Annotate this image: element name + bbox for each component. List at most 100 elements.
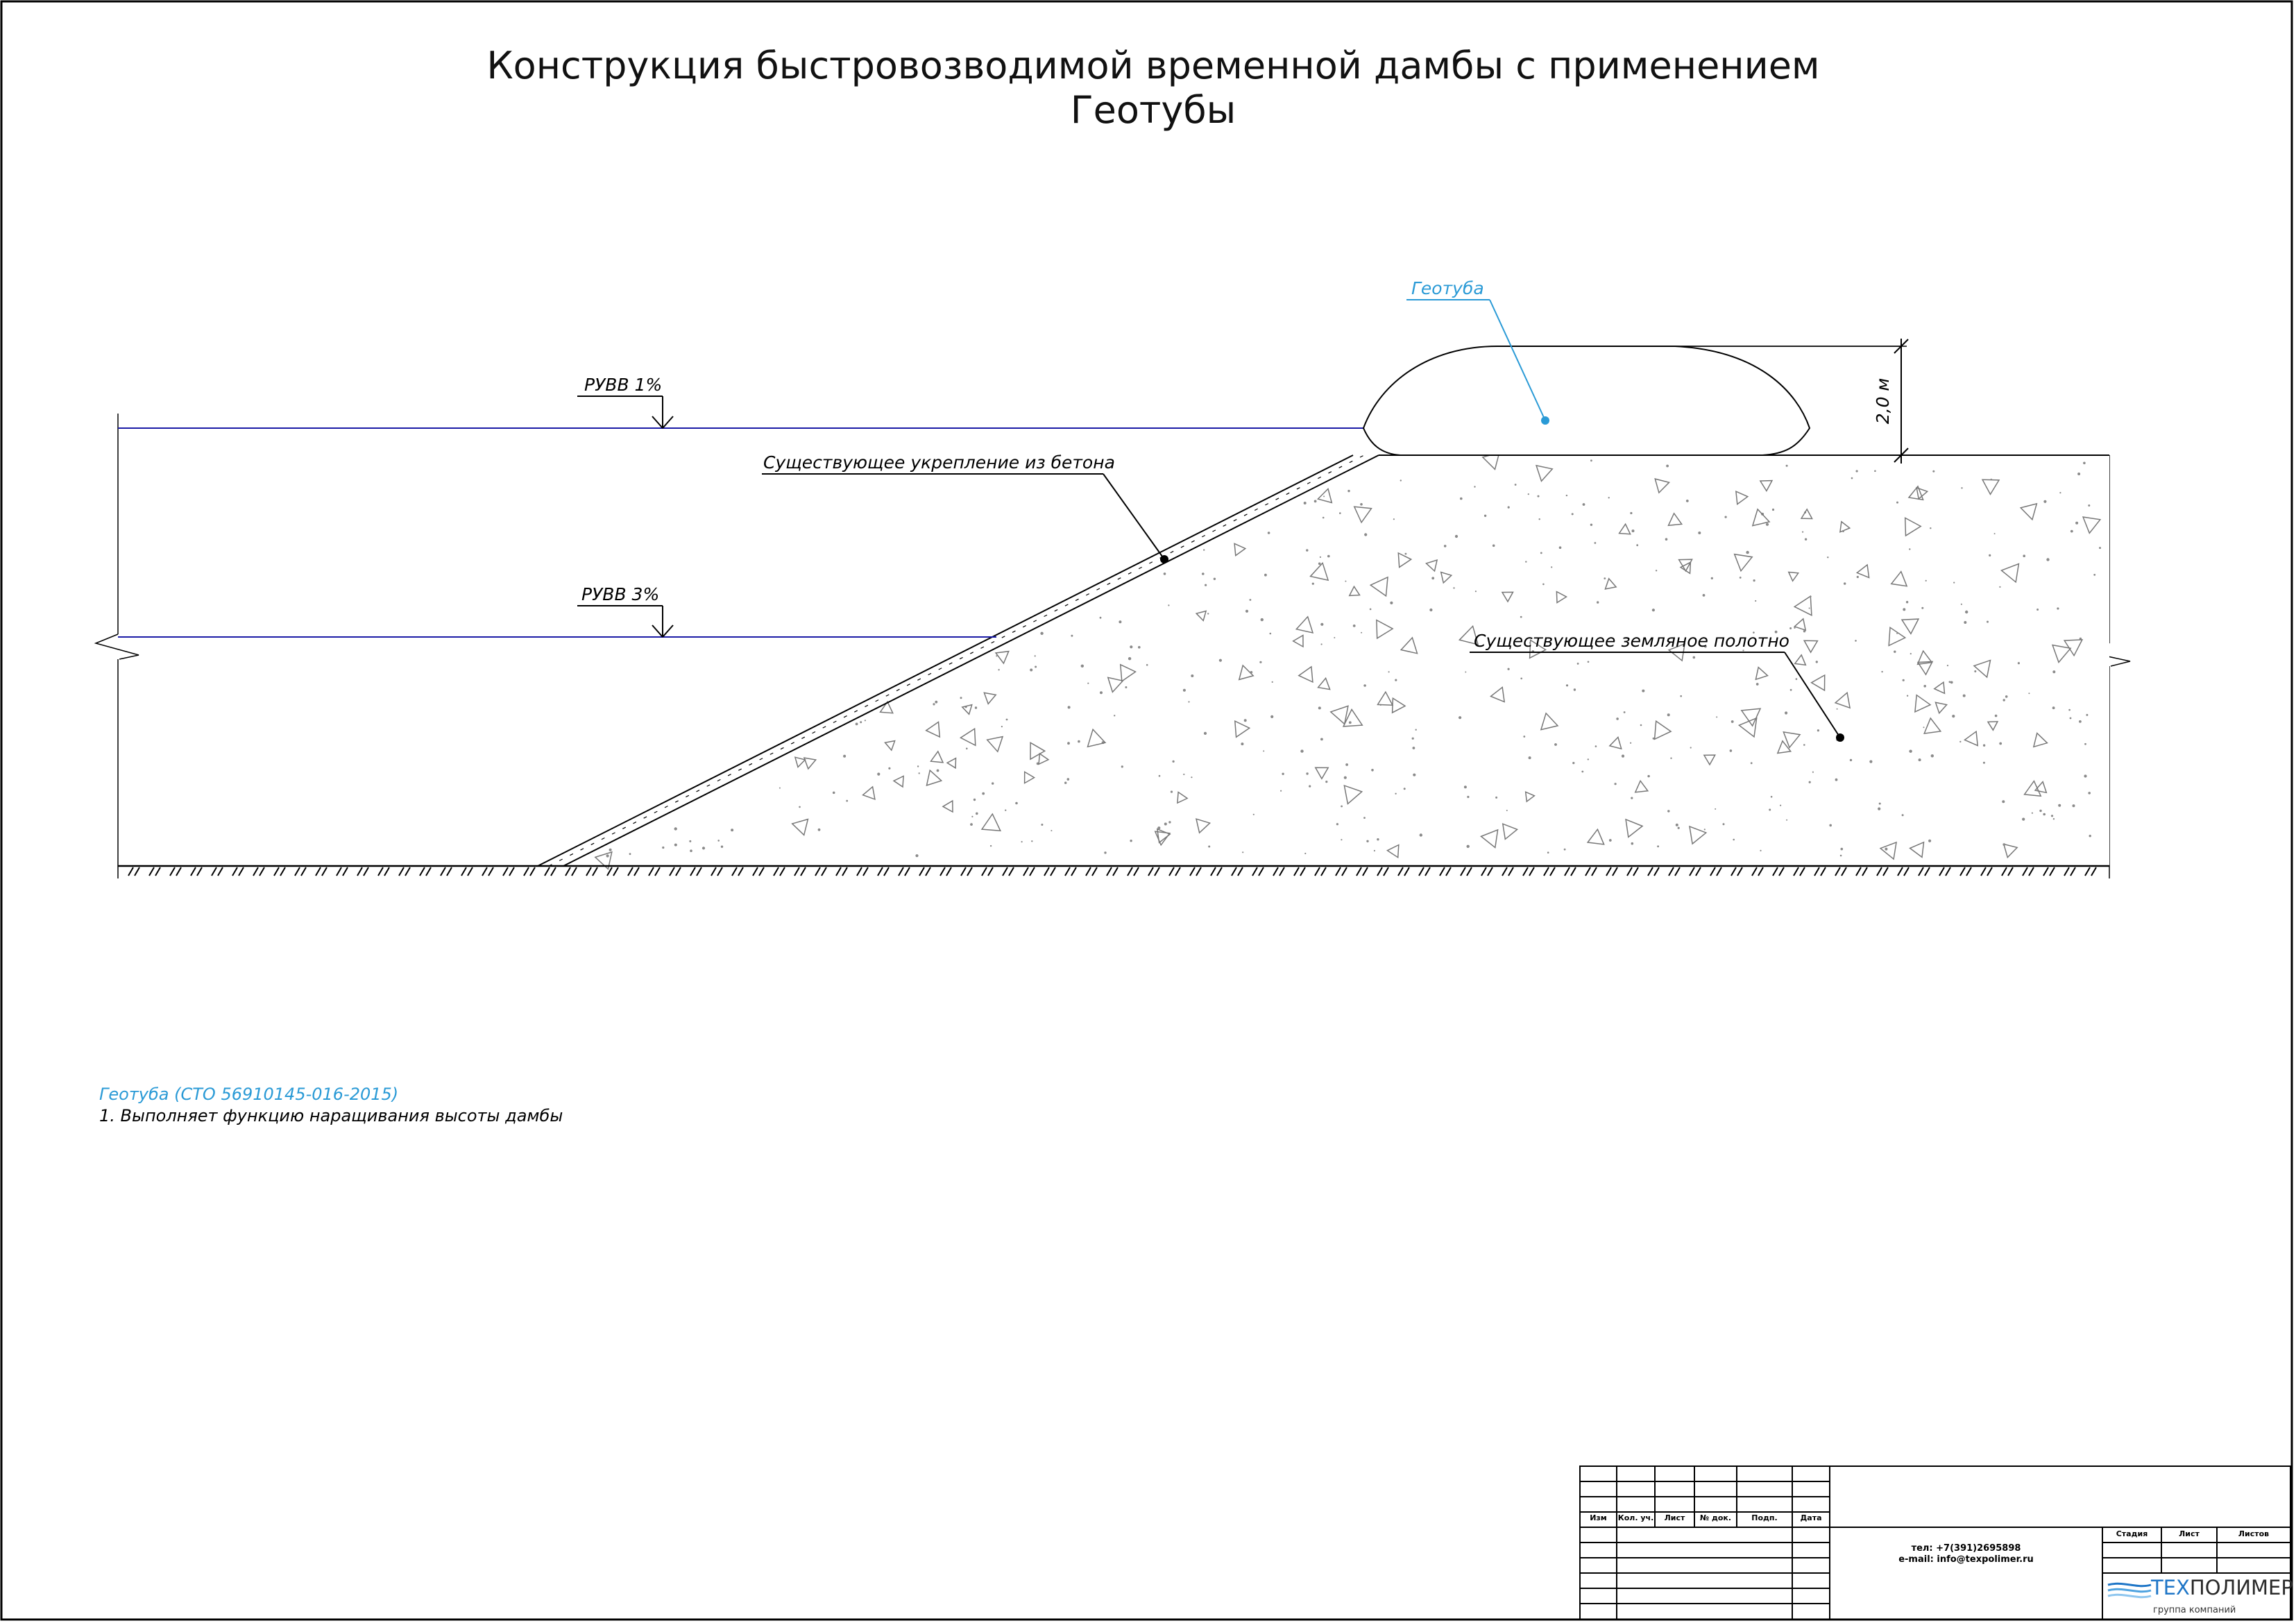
earth-grain-mark: [1655, 570, 1658, 572]
earth-grain-mark: [1651, 609, 1655, 612]
company-logo-subtitle: группа компаний: [2153, 1605, 2236, 1615]
earth-grain-mark: [1608, 839, 1612, 842]
earth-grain-mark: [2031, 812, 2033, 814]
earth-grain-mark: [974, 706, 978, 709]
earth-grain-mark: [1869, 760, 1873, 763]
earth-grain-mark: [1604, 577, 1606, 579]
earth-grain-mark: [1665, 538, 1668, 541]
earth-aggregate-mark: [1529, 639, 1547, 659]
geotube-shape: [1362, 346, 1811, 456]
earth-grain-mark: [935, 700, 938, 704]
earth-aggregate-mark: [1535, 464, 1554, 482]
tb-header-sign: Подп.: [1751, 1513, 1778, 1522]
earth-grain-mark: [1339, 512, 1341, 514]
earth-grain-mark: [1594, 542, 1597, 544]
ground-hatch-mark: [925, 867, 931, 876]
earth-aggregate-mark: [1879, 841, 1897, 860]
earth-grain-mark: [1099, 616, 1102, 619]
ground-hatch-mark: [544, 867, 550, 876]
earth-aggregate-mark: [1751, 508, 1771, 527]
earth-aggregate-mark: [930, 750, 944, 763]
earth-grain-mark: [1921, 606, 1924, 609]
ground-hatch-mark: [675, 867, 681, 876]
earth-aggregate-mark: [2002, 843, 2018, 859]
ground-hatch-mark: [1897, 867, 1903, 876]
logo-waves-icon: [2107, 1582, 2152, 1599]
earth-aggregate-mark: [1317, 677, 1331, 690]
ground-hatch-mark: [981, 867, 987, 876]
ground-hatch-mark: [960, 867, 967, 876]
earth-aggregate-mark: [1654, 478, 1670, 494]
earth-grain-mark: [1525, 561, 1527, 563]
earth-grain-mark: [1835, 778, 1838, 781]
earth-grain-mark: [917, 765, 919, 767]
earth-grain-mark: [2028, 692, 2030, 695]
earth-grain-mark: [1680, 695, 1682, 697]
ground-hatch-mark: [529, 867, 536, 876]
earth-grain-mark: [864, 720, 866, 722]
ground-hatch-mark: [259, 867, 265, 876]
ground-hatch-mark: [633, 867, 640, 876]
ground-hatch-mark: [321, 867, 328, 876]
title-line-2: Геотубы: [1071, 88, 1236, 132]
earth-grain-mark: [1146, 664, 1148, 666]
earth-aggregate-mark: [946, 757, 957, 770]
earth-aggregate-mark: [961, 704, 973, 715]
earth-aggregate-mark: [1909, 841, 1925, 858]
ground-hatch-mark: [773, 867, 779, 876]
earth-grain-mark: [1540, 552, 1542, 554]
earth-grain-mark: [1121, 765, 1123, 768]
ground-hatch-mark: [217, 867, 223, 876]
concrete-slope: [537, 454, 1379, 867]
ground-hatch-mark: [1502, 867, 1508, 876]
tb-header-date: Дата: [1800, 1513, 1822, 1522]
ground-hatch-mark: [1668, 867, 1674, 876]
earth-grain-mark: [1454, 534, 1459, 538]
earth-aggregate-mark: [1377, 690, 1394, 706]
earth-grain-mark: [1774, 630, 1778, 634]
earth-grain-mark: [1621, 754, 1625, 758]
ground-hatch-mark: [586, 867, 592, 876]
ground-hatch-mark: [280, 867, 286, 876]
earth-grain-mark: [1923, 685, 1926, 688]
ground-hatch-mark: [1647, 867, 1653, 876]
earth-grain-mark: [1999, 586, 2001, 588]
earth-aggregate-mark: [1793, 595, 1812, 616]
earth-grain-mark: [1614, 783, 1617, 785]
earth-aggregate-mark: [1298, 665, 1313, 683]
earth-grain-mark: [1855, 470, 1858, 473]
earth-grain-mark: [1191, 674, 1194, 677]
earth-grain-mark: [966, 747, 968, 750]
earth-aggregate-mark: [1907, 485, 1924, 501]
earth-aggregate-mark: [1834, 691, 1851, 709]
earth-grain-mark: [1815, 661, 1818, 663]
earth-grain-mark: [1551, 566, 1553, 568]
tb-email: e-mail: info@texpolimer.ru: [1898, 1554, 2034, 1565]
earth-grain-mark: [629, 853, 631, 856]
earth-aggregate-mark: [1353, 506, 1372, 524]
earth-grain-mark: [1794, 627, 1796, 629]
earth-grain-mark: [1040, 631, 1044, 635]
earth-grain-mark: [1520, 677, 1522, 680]
earth-grain-mark: [1400, 479, 1402, 482]
ground-hatch-mark: [148, 867, 155, 876]
earth-grain-mark: [1168, 821, 1171, 824]
earth-grain-mark: [1547, 851, 1549, 853]
ground-hatch-mark: [815, 867, 821, 876]
earth-grain-mark: [1724, 516, 1727, 518]
ground-hatch-mark: [758, 867, 765, 876]
earth-grain-mark: [1946, 665, 1949, 667]
ground-hatch-mark: [2028, 867, 2034, 876]
earth-grain-mark: [1363, 684, 1366, 687]
earth-grain-mark: [1182, 688, 1186, 692]
ground-hatch-mark: [1154, 867, 1160, 876]
earth-grain-mark: [690, 849, 692, 852]
earth-aggregate-mark: [1787, 571, 1800, 582]
earth-grain-mark: [1390, 601, 1393, 605]
ground-hatch-mark: [967, 867, 973, 876]
earth-grain-mark: [1842, 530, 1844, 532]
earth-grain-mark: [846, 799, 849, 802]
earth-aggregate-mark: [1107, 677, 1124, 693]
earth-aggregate-mark: [1376, 619, 1394, 640]
ground-hatch-mark: [509, 867, 515, 876]
